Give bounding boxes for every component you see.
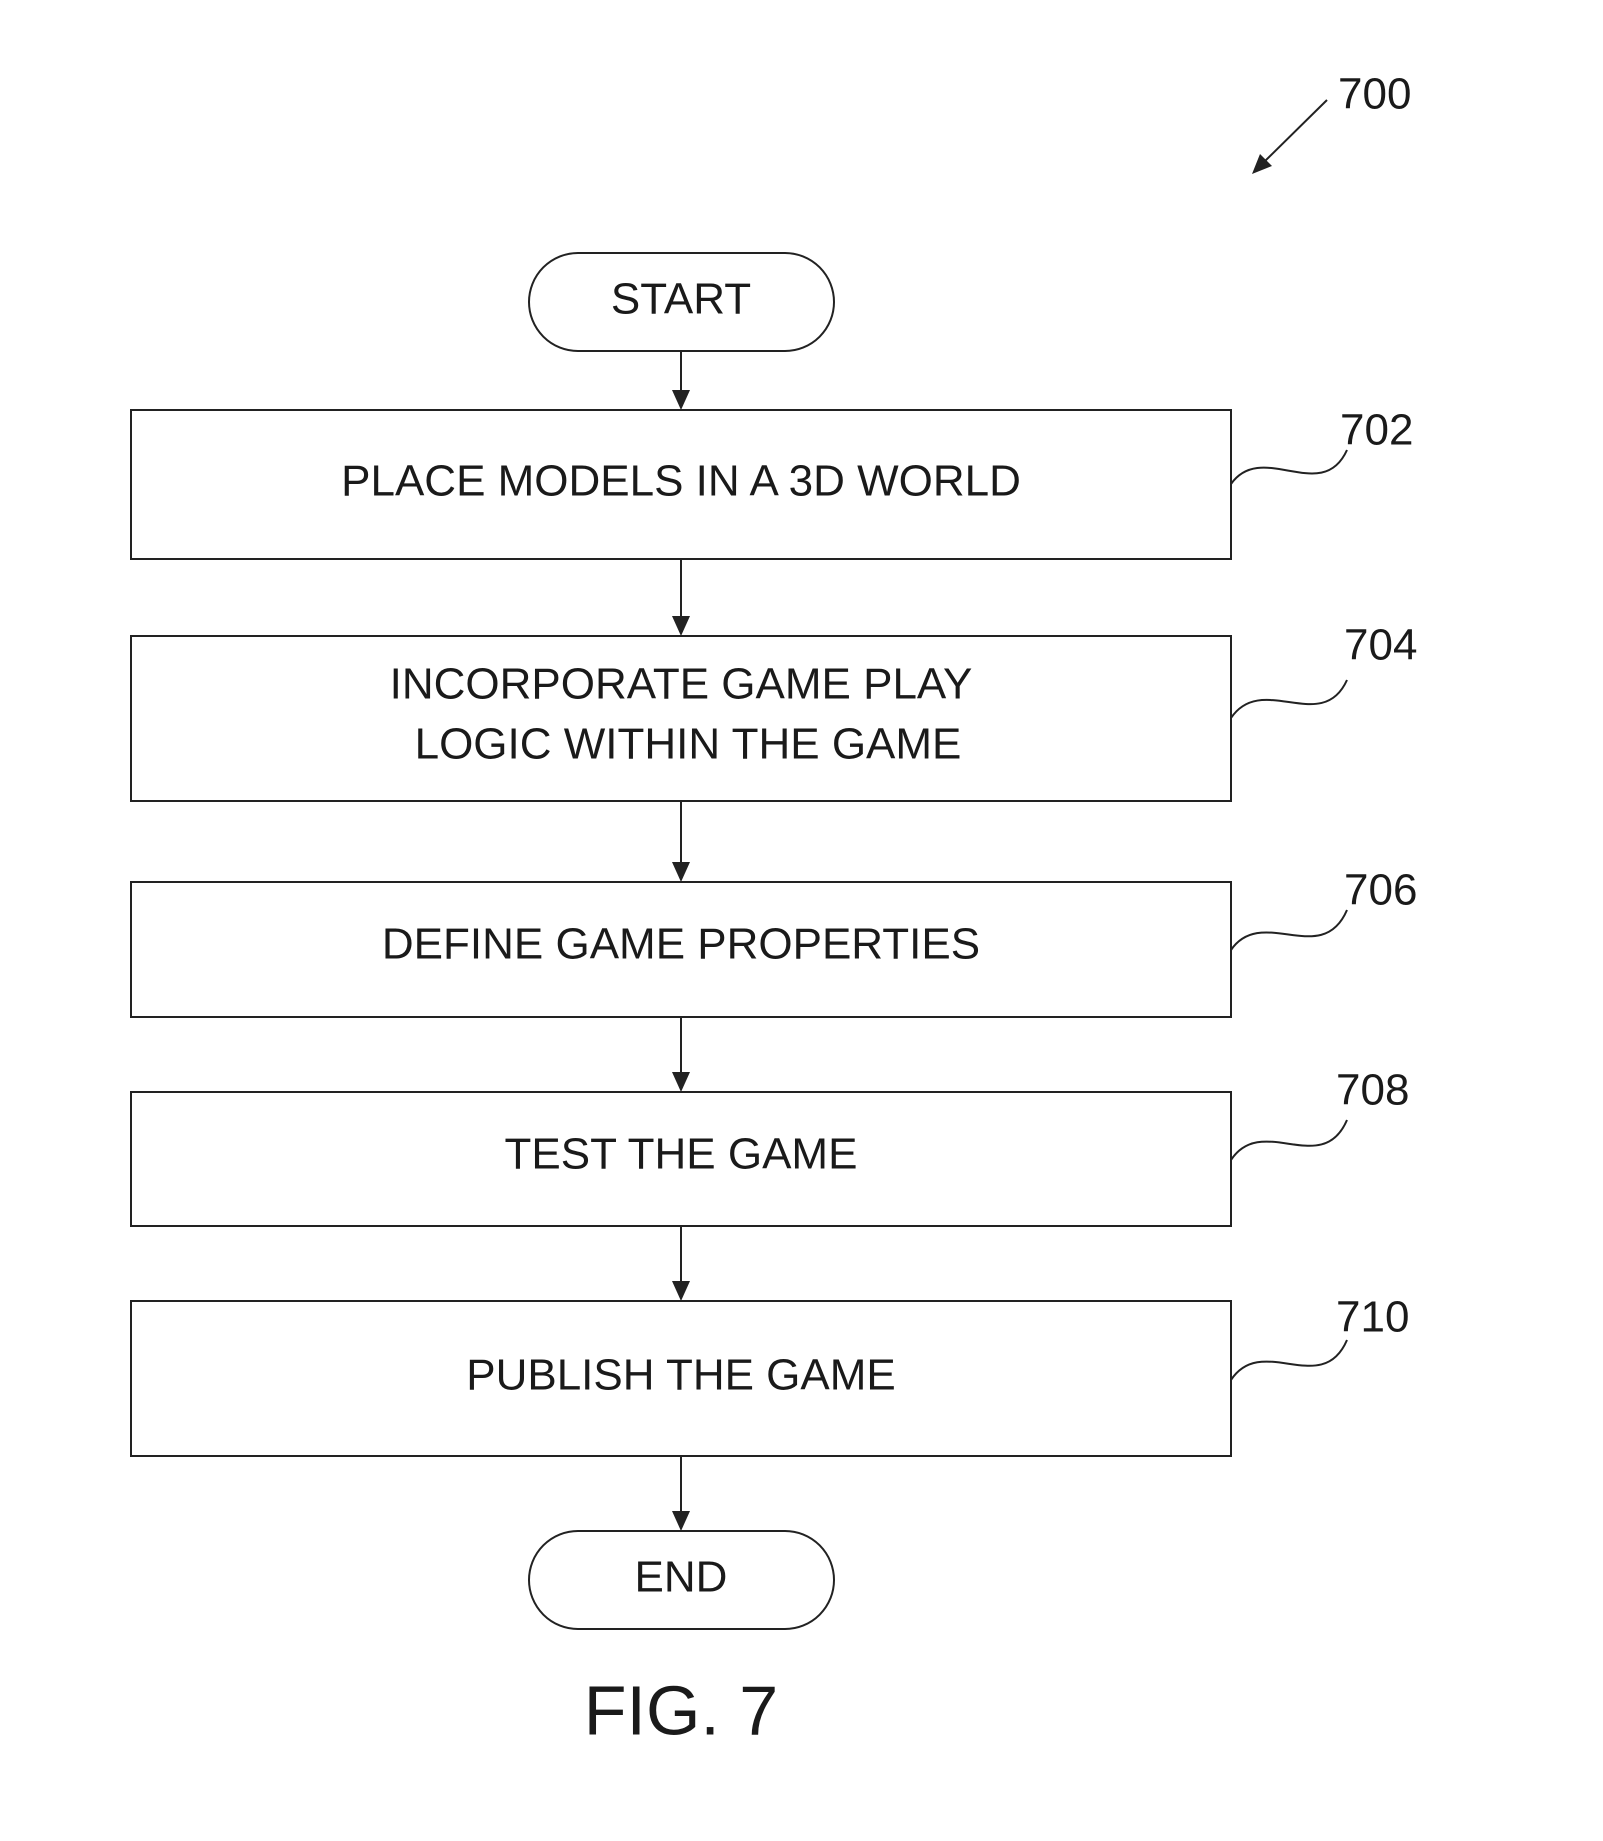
flow-arrow-704-to-706 [672, 801, 690, 882]
end-label: END [635, 1553, 728, 1602]
step-706: DEFINE GAME PROPERTIES 706 [131, 866, 1417, 1017]
flow-arrow-708-to-710 [672, 1226, 690, 1301]
start-label: START [611, 275, 751, 324]
step-710: PUBLISH THE GAME 710 [131, 1293, 1409, 1456]
step-704-leader-line [1231, 680, 1347, 718]
step-706-leader-line [1231, 910, 1347, 950]
step-706-reference-number: 706 [1344, 866, 1417, 915]
step-708: TEST THE GAME 708 [131, 1066, 1409, 1226]
step-706-label: DEFINE GAME PROPERTIES [382, 920, 980, 969]
flow-arrow-706-to-708 [672, 1017, 690, 1092]
figure-reference-pointer [1263, 100, 1327, 163]
flow-arrow-710-to-end [672, 1456, 690, 1531]
step-702-reference-number: 702 [1340, 406, 1413, 455]
figure-reference: 700 [1252, 70, 1411, 174]
start-terminal: START [529, 253, 834, 351]
step-710-leader-line [1231, 1340, 1347, 1380]
step-704-reference-number: 704 [1344, 621, 1417, 670]
step-708-reference-number: 708 [1336, 1066, 1409, 1115]
step-710-reference-number: 710 [1336, 1293, 1409, 1342]
step-708-label: TEST THE GAME [505, 1130, 858, 1179]
step-704: INCORPORATE GAME PLAY LOGIC WITHIN THE G… [131, 621, 1417, 801]
step-710-label: PUBLISH THE GAME [466, 1351, 896, 1400]
step-702-leader-line [1231, 450, 1347, 484]
step-702-label: PLACE MODELS IN A 3D WORLD [341, 457, 1021, 506]
flow-arrow-start-to-702 [672, 351, 690, 410]
flow-arrow-702-to-704 [672, 559, 690, 636]
step-704-label-line-2: LOGIC WITHIN THE GAME [415, 720, 962, 769]
figure-caption: FIG. 7 [584, 1671, 778, 1749]
step-704-label-line-1: INCORPORATE GAME PLAY [390, 660, 973, 709]
figure-reference-number: 700 [1338, 70, 1411, 119]
end-terminal: END [529, 1531, 834, 1629]
step-702: PLACE MODELS IN A 3D WORLD 702 [131, 406, 1413, 559]
step-708-leader-line [1231, 1120, 1347, 1160]
